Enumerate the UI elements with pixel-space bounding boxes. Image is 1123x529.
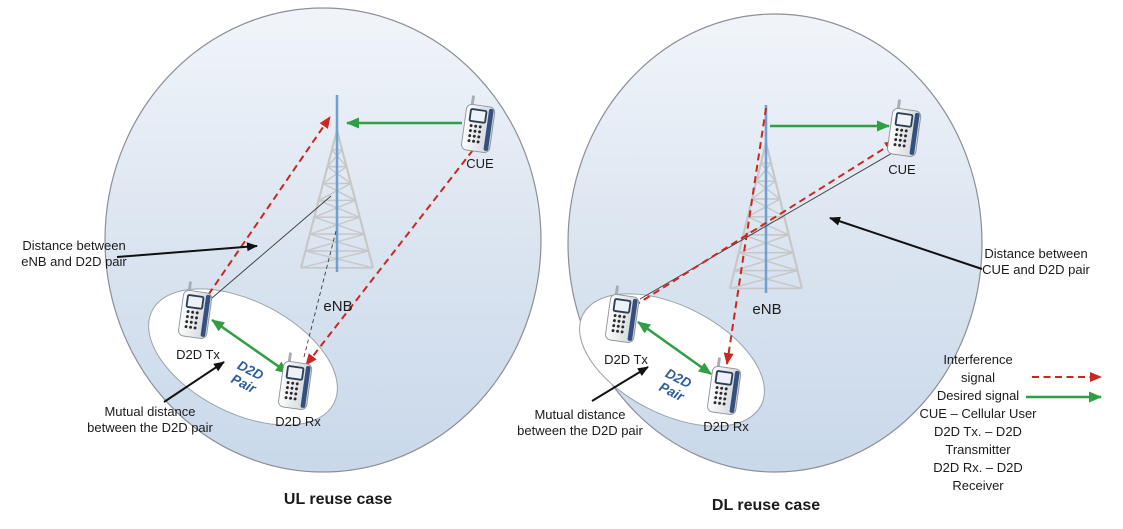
tower-strut: [299, 130, 339, 269]
ul-mutual-label: Mutual distance between the D2D pair: [80, 404, 220, 436]
tower-strut: [729, 269, 798, 290]
ul-distance-line-enb-tx: [211, 195, 332, 299]
tower-strut: [322, 182, 356, 201]
dl-caption: DL reuse case: [711, 497, 821, 514]
legend-rx-definition-line2: Receiver: [952, 478, 1004, 493]
legend: Interference signal Desired signal CUE –…: [916, 351, 1040, 495]
tower-strut: [743, 234, 794, 254]
tower-strut: [335, 130, 375, 269]
tower-strut: [309, 216, 360, 235]
dl-mutual-label-line1: Mutual distance: [534, 407, 626, 422]
legend-tx-definition-line1: D2D Tx. – D2D: [934, 424, 1022, 439]
ul-caption: UL reuse case: [283, 491, 393, 508]
tower-strut: [760, 162, 777, 182]
tower-strut: [734, 269, 803, 290]
tower-strut: [309, 233, 369, 252]
ul-mutual-label-arrow: [163, 361, 225, 403]
ul-mutual-label-line2: between the D2D pair: [87, 420, 213, 435]
enb-tower-right: [728, 105, 804, 293]
tower-strut: [327, 166, 352, 185]
legend-tx-definition-line2: Transmitter: [945, 442, 1011, 457]
tower-strut: [747, 216, 790, 236]
tower-strut: [738, 234, 789, 254]
tower-strut: [728, 142, 768, 289]
dl-mutual-label-arrow: [591, 366, 649, 402]
tower-strut: [751, 180, 776, 200]
dl-distance-label-line2: CUE and D2D pair: [982, 262, 1090, 277]
tower-strut: [755, 162, 772, 182]
legend-interference-line1: Interference: [943, 352, 1013, 367]
ul-distance-line-enb-rx: [303, 230, 337, 358]
tower-strut: [734, 251, 794, 272]
ul-d2d-rx-label: D2D Rx: [275, 414, 321, 429]
dl-d2d-tx-label: D2D Tx: [604, 352, 648, 367]
enb-tower-left: [299, 95, 375, 273]
tower-strut: [322, 166, 347, 185]
tower-strut: [314, 216, 365, 235]
tower-strut: [326, 149, 343, 168]
legend-rx-definition-line1: D2D Rx. – D2D: [933, 460, 1023, 475]
dl-distance-label: Distance between CUE and D2D pair: [976, 246, 1096, 278]
dl-interference-tx-to-cue-arrow: [633, 140, 897, 307]
dl-mutual-label-line2: between the D2D pair: [517, 423, 643, 438]
dl-d2d-pair-link-arrow: [637, 320, 712, 376]
tower-strut: [738, 251, 798, 272]
ul-distance-label-line2: eNB and D2D pair: [21, 254, 127, 269]
dl-d2d-rx-label: D2D Rx: [703, 419, 749, 434]
tower-strut: [751, 198, 785, 218]
tower-strut: [747, 198, 781, 218]
tower-strut: [318, 182, 352, 201]
ul-distance-label: Distance between eNB and D2D pair: [14, 238, 134, 270]
legend-cue-definition: CUE – Cellular User: [919, 406, 1037, 421]
ul-d2d-pair-link-arrow: [211, 318, 289, 375]
ul-interference-tx-to-enb-arrow: [201, 116, 331, 305]
dl-cue-label: CUE: [888, 162, 916, 177]
dl-interference-enb-to-rx-arrow: [723, 107, 767, 365]
tower-strut: [305, 250, 374, 269]
ul-d2d-tx-label: D2D Tx: [176, 347, 220, 362]
tower-strut: [331, 149, 348, 168]
tower-strut: [313, 199, 356, 218]
ul-distance-label-line1: Distance between: [22, 238, 126, 253]
dl-mutual-label: Mutual distance between the D2D pair: [510, 407, 650, 439]
legend-desired-label: Desired signal: [936, 388, 1020, 403]
dl-distance-label-arrow: [829, 216, 983, 270]
tower-strut: [300, 250, 369, 269]
tower-strut: [318, 199, 361, 218]
legend-interference-line2: signal: [961, 370, 995, 385]
ul-cue-label: CUE: [466, 156, 494, 171]
ul-enb-label: eNB: [323, 298, 353, 315]
dl-enb-label: eNB: [752, 301, 782, 318]
tower-strut: [756, 180, 781, 200]
dl-distance-label-line1: Distance between: [984, 246, 1088, 261]
ul-mutual-label-line1: Mutual distance: [104, 404, 196, 419]
ul-distance-label-arrow: [116, 242, 258, 258]
tower-strut: [305, 233, 365, 252]
